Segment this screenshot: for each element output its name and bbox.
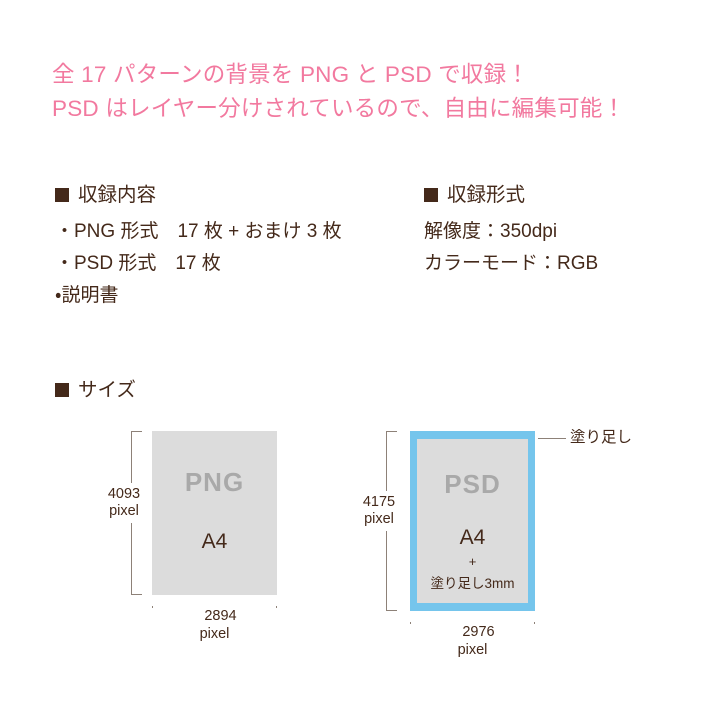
png-height-value: 4093 [107,486,141,502]
size-diagrams: 4093 pixel PNG A4 2894 pixel 4175 pixel … [0,420,707,690]
size-heading-label: サイズ [78,379,136,401]
list-item: 解像度：350dpi [424,221,558,242]
format-heading-label: 収録形式 [447,184,526,206]
headline-block: 全 17 パターンの背景を PNG と PSD で収録！ PSD はレイヤー分け… [52,58,672,126]
psd-paper-label: A4 [459,526,486,549]
list-item: ・PSD 形式 17 枚 [55,253,221,274]
bleed-callout-line [538,438,566,439]
contents-heading-label: 収録内容 [78,184,157,206]
bleed-callout-label: 塗り足し [570,429,633,446]
psd-height-unit: pixel [364,511,394,527]
headline-line-1: 全 17 パターンの背景を PNG と PSD で収録！ [52,62,530,87]
png-paper-box: PNG A4 [152,431,277,595]
png-height-label: 4093 pixel [98,483,150,523]
psd-height-value: 4175 [362,494,396,510]
png-height-unit: pixel [109,503,139,519]
list-item: ・説明書 [55,285,119,306]
format-section: 収録形式 解像度：350dpi カラーモード：RGB [424,180,694,280]
png-width-unit: pixel [199,626,230,642]
headline-line-2: PSD はレイヤー分けされているので、自由に編集可能！ [52,96,626,121]
psd-height-label: 4175 pixel [352,491,406,531]
psd-bleed-note: 塗り足し3mm [430,576,515,591]
png-format-label: PNG [184,467,245,497]
square-bullet-icon [424,188,438,202]
psd-trim-area: PSD A4 + 塗り足し3mm [417,439,528,603]
square-bullet-icon [55,188,69,202]
psd-paper-box: PSD A4 + 塗り足し3mm [410,431,535,611]
contents-heading: 収録内容 [55,180,395,210]
png-paper-label: A4 [201,530,228,553]
psd-plus-sign: + [468,554,477,569]
list-item: カラーモード：RGB [424,253,599,274]
psd-format-label: PSD [444,469,501,499]
square-bullet-icon [55,383,69,397]
list-item: ・PNG 形式 17 枚 + おまけ 3 枚 [55,221,342,242]
psd-width-unit: pixel [457,642,488,658]
psd-width-value: 2976 [410,624,547,640]
size-heading: サイズ [55,375,136,405]
png-width-value: 2894 [152,608,289,624]
contents-section: 収録内容 ・PNG 形式 17 枚 + おまけ 3 枚 ・PSD 形式 17 枚… [55,180,395,312]
format-heading: 収録形式 [424,180,694,210]
